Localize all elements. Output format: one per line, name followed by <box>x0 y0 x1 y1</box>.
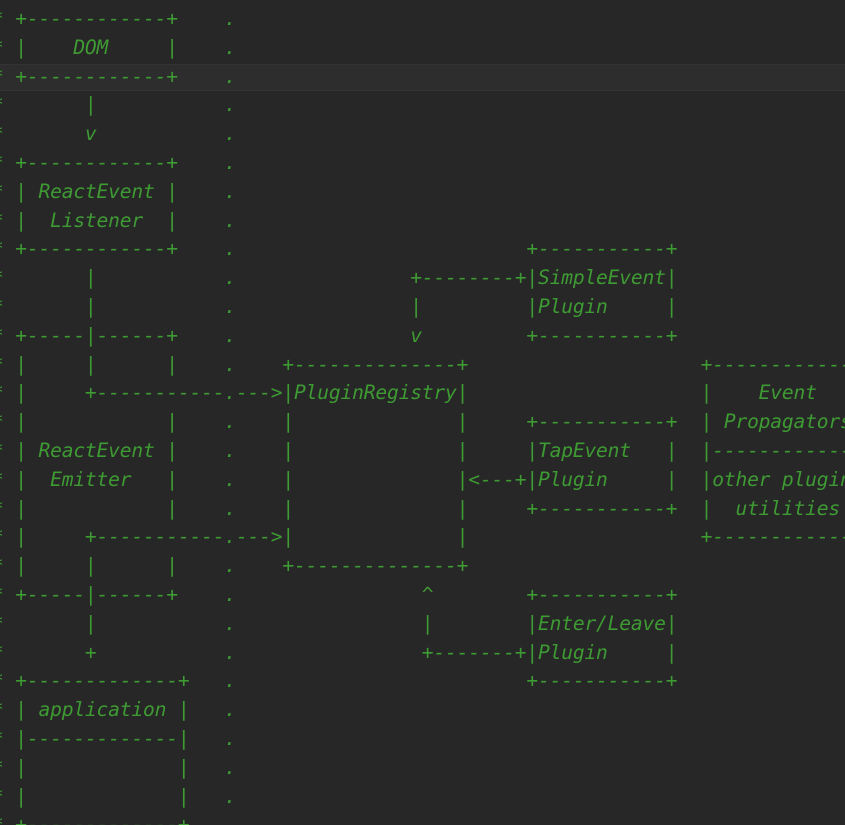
code-line-5: * v . <box>0 122 236 146</box>
code-line-26: * |-------------| . <box>0 726 236 750</box>
code-line-14: * | +-----------.--->|PluginRegistry| | … <box>0 381 845 405</box>
code-line-29: * +-------------+ . <box>0 813 236 825</box>
code-line-4: * | . <box>0 93 236 117</box>
code-line-16: * | ReactEvent | . | | |TapEvent | |----… <box>0 438 845 462</box>
code-line-24: * +-------------+ . +-----------+ <box>0 669 678 693</box>
code-line-23: * + . +-------+|Plugin | <box>0 640 678 664</box>
code-line-25: * | application | . <box>0 698 236 722</box>
code-line-27: * | | . <box>0 755 236 779</box>
code-line-2: * | DOM | . <box>0 35 236 59</box>
code-line-11: * | . | |Plugin | <box>0 294 678 318</box>
code-line-17: * | Emitter | . | |<---+|Plugin | |other… <box>0 467 845 491</box>
code-line-6: * +------------+ . <box>0 150 236 174</box>
code-line-7: * | ReactEvent | . <box>0 179 236 203</box>
code-line-12: * +-----|------+ . v +-----------+ <box>0 323 678 347</box>
code-lines: * +------------+ . * | DOM | . * +------… <box>0 5 845 825</box>
code-line-28: * | | . <box>0 784 236 808</box>
code-line-15: * | | . | | +-----------+ | Propagators| <box>0 410 845 434</box>
code-line-3: * +------------+ . <box>0 64 236 88</box>
code-line-19: * | +-----------.--->| | +------------+ <box>0 525 845 549</box>
current-line-highlight <box>0 64 845 91</box>
code-line-8: * | Listener | . <box>0 208 236 232</box>
code-line-21: * +-----|------+ . ^ +-----------+ <box>0 582 678 606</box>
code-line-22: * | . | |Enter/Leave| <box>0 611 678 635</box>
code-line-10: * | . +--------+|SimpleEvent| <box>0 266 678 290</box>
code-line-9: * +------------+ . +-----------+ <box>0 237 678 261</box>
code-line-20: * | | | . +--------------+ <box>0 554 469 578</box>
code-line-13: * | | | . +--------------+ +------------… <box>0 352 845 376</box>
code-line-18: * | | . | | +-----------+ | utilities | <box>0 496 845 520</box>
code-line-1: * +------------+ . <box>0 7 236 30</box>
